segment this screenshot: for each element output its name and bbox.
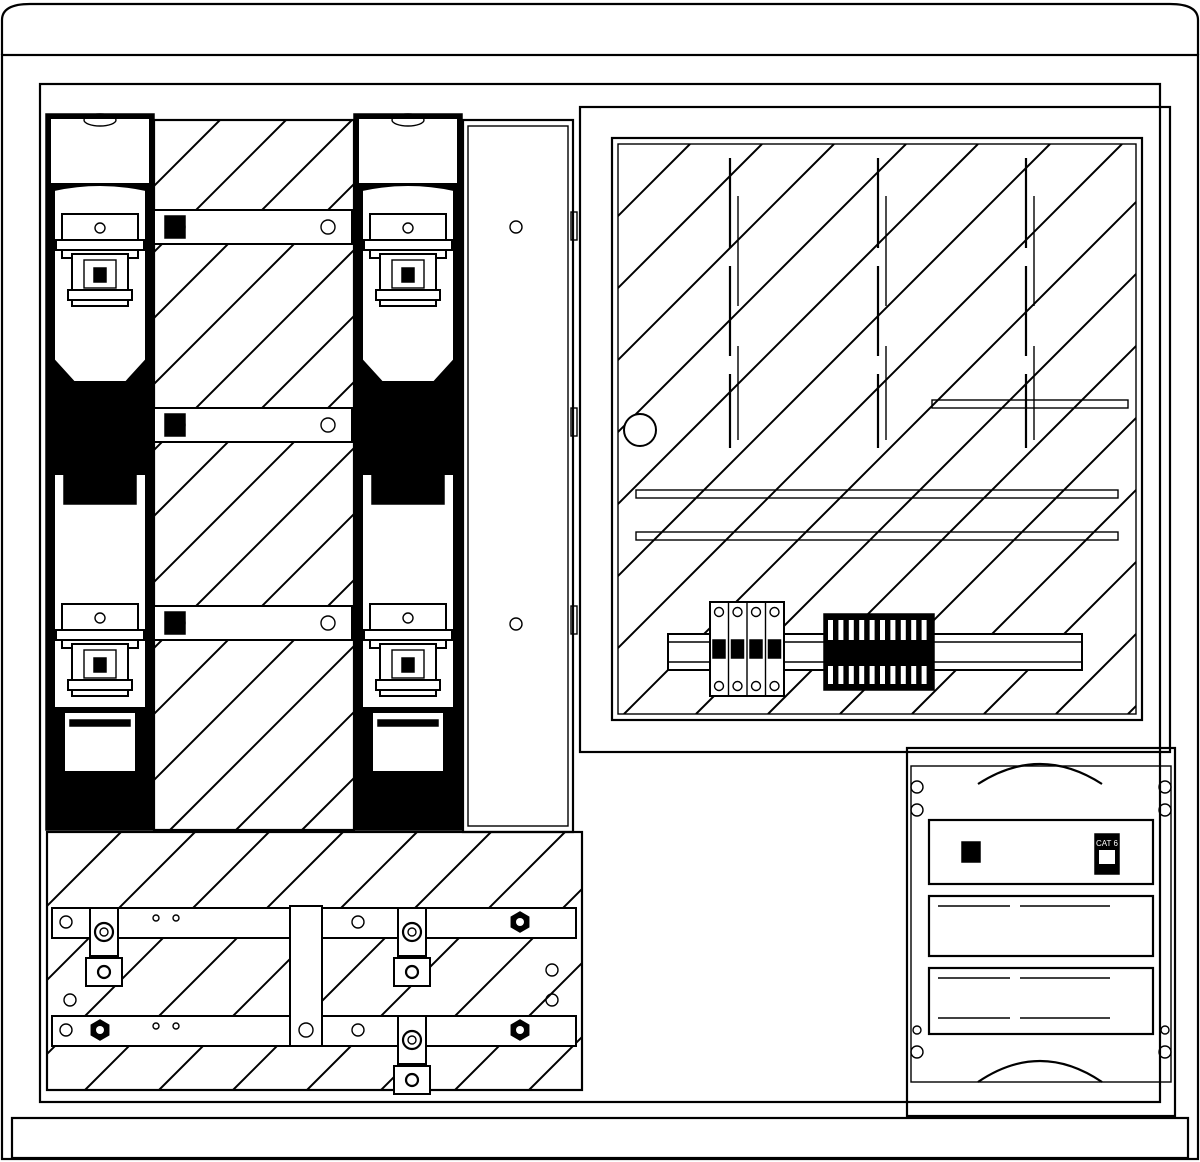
fuse-switch-right	[353, 113, 463, 831]
miniature-circuit-breaker	[709, 601, 785, 697]
cat6-label: CAT 6	[1096, 839, 1118, 848]
cat6-socket-icon: CAT 6	[1094, 833, 1120, 875]
fuse-switch-left	[45, 113, 155, 831]
mounting-hole	[509, 617, 523, 631]
main-busbar-section	[45, 830, 584, 1095]
communication-box: CAT 6	[905, 746, 1177, 1118]
mounting-hole	[509, 220, 523, 234]
socket-icon	[961, 841, 981, 863]
terminal-blocks	[823, 613, 935, 691]
busbar	[153, 407, 353, 443]
meter-mounting-marks	[635, 158, 1129, 541]
meter-compartment	[578, 105, 1172, 754]
horizontal-busbars	[153, 209, 353, 641]
busbar	[153, 605, 353, 641]
mounting-panel	[461, 118, 578, 834]
door-lock-icon	[623, 413, 657, 447]
